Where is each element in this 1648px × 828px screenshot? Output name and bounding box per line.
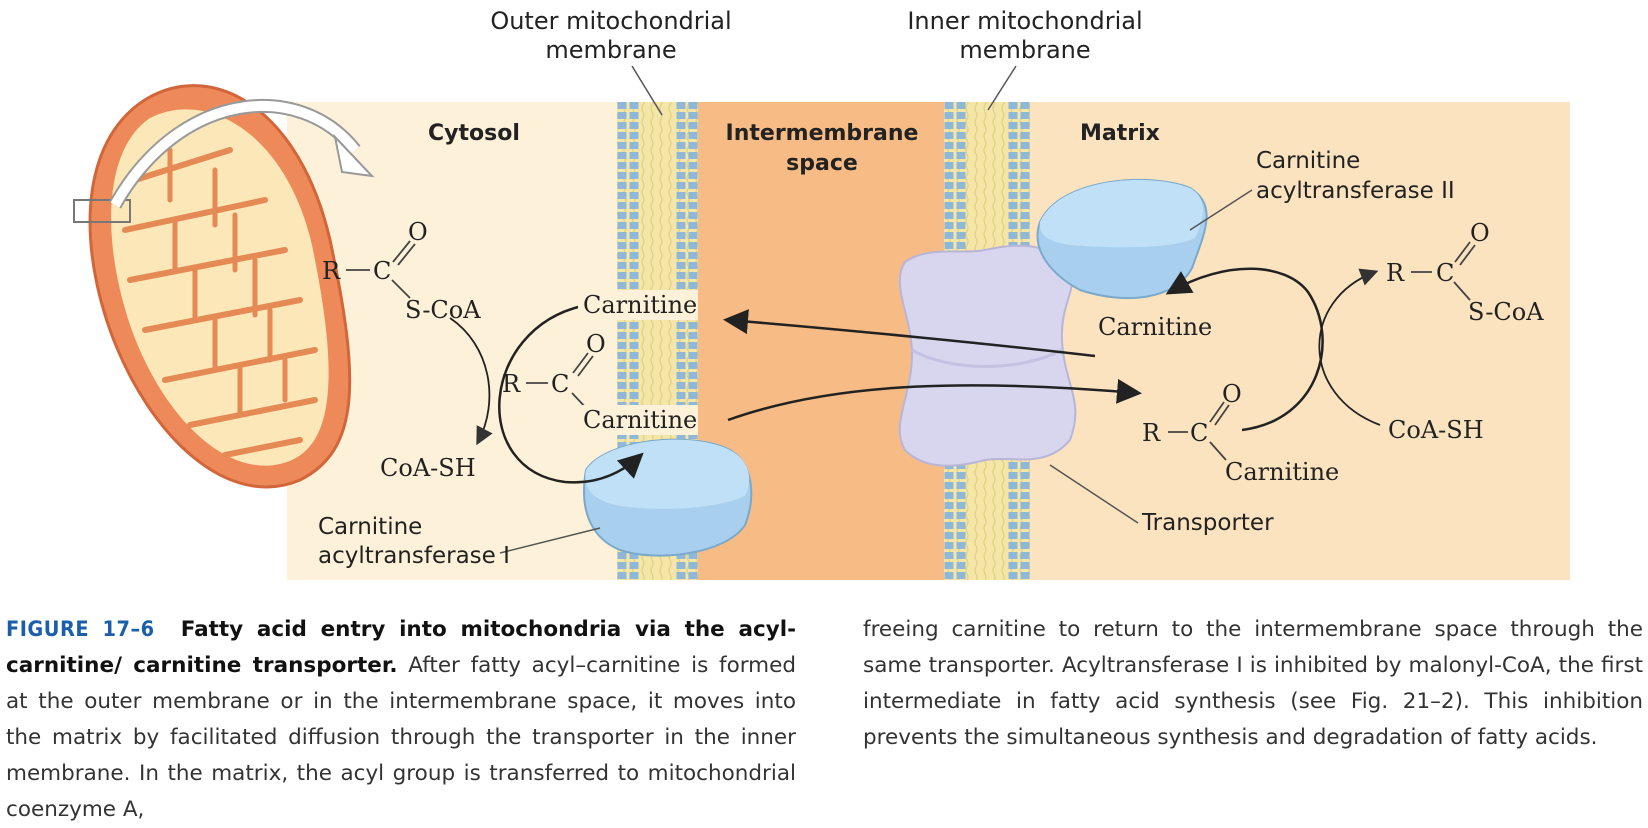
chem-o-2: O <box>586 330 606 358</box>
figure-number: FIGURE 17–6 <box>6 617 155 642</box>
caption-right: freeing carnitine to return to the inter… <box>863 612 1643 756</box>
caption-left: FIGURE 17–6 Fatty acid entry into mitoch… <box>6 612 796 828</box>
mitochondrion-illustration <box>73 84 375 489</box>
figure-title: Fatty acid entry into mitochondria via t… <box>6 617 797 678</box>
acyltransferase-ii-enzyme <box>1036 179 1208 300</box>
chem-carnitine-1: Carnitine <box>583 291 697 319</box>
cat2-label-2: acyltransferase II <box>1256 178 1455 204</box>
inner-membrane-label-2: membrane <box>959 36 1090 64</box>
chem-o-4: O <box>1222 380 1242 408</box>
cytosol-label: Cytosol <box>428 121 520 146</box>
leader-lines <box>499 65 1253 554</box>
cat1-label-2: acyltransferase I <box>318 543 510 569</box>
chem-carnitine-2: Carnitine <box>583 406 697 434</box>
chem-carnitine-3: Carnitine <box>1098 313 1212 341</box>
transporter-protein <box>898 244 1077 467</box>
caption-left-body: After fatty acyl–carnitine is formed at … <box>6 653 797 822</box>
chem-scoa-2: S-CoA <box>1468 298 1544 326</box>
chem-o-3: O <box>1470 219 1490 247</box>
chem-c-3: C <box>1436 259 1454 287</box>
chem-r-4: R <box>1142 419 1161 447</box>
chem-carnitine-4: Carnitine <box>1225 458 1339 486</box>
carnitine-1-bg <box>578 290 698 320</box>
cat2-label-1: Carnitine <box>1256 148 1360 174</box>
inner-membrane-label-1: Inner mitochondrial <box>907 7 1142 35</box>
intermembrane-label-1: Intermembrane <box>726 121 919 146</box>
outer-membrane-label-2: membrane <box>545 36 676 64</box>
chem-c-2: C <box>551 370 569 398</box>
chem-r-2: R <box>502 370 521 398</box>
chem-o-1: O <box>408 218 428 246</box>
matrix-label: Matrix <box>1080 121 1160 146</box>
chem-r-1: R <box>322 257 341 285</box>
chem-scoa-1: S-CoA <box>405 296 481 324</box>
chem-r-3: R <box>1386 259 1405 287</box>
chem-c-4: C <box>1190 419 1208 447</box>
intermembrane-label-2: space <box>786 151 858 176</box>
carnitine-2-bg <box>578 405 698 435</box>
transporter-label: Transporter <box>1141 510 1274 536</box>
chem-coash-1: CoA-SH <box>380 454 476 482</box>
chem-c-1: C <box>373 257 391 285</box>
cat1-label-1: Carnitine <box>318 514 422 540</box>
outer-membrane-label-1: Outer mitochondrial <box>490 7 731 35</box>
acyltransferase-i-enzyme <box>583 438 753 557</box>
reaction-arrows <box>449 267 1381 484</box>
caption-right-body: freeing carnitine to return to the inter… <box>863 617 1643 750</box>
mitochondria-diagram: Outer mitochondrial membrane Inner mitoc… <box>73 7 1570 580</box>
chem-coash-2: CoA-SH <box>1388 416 1484 444</box>
